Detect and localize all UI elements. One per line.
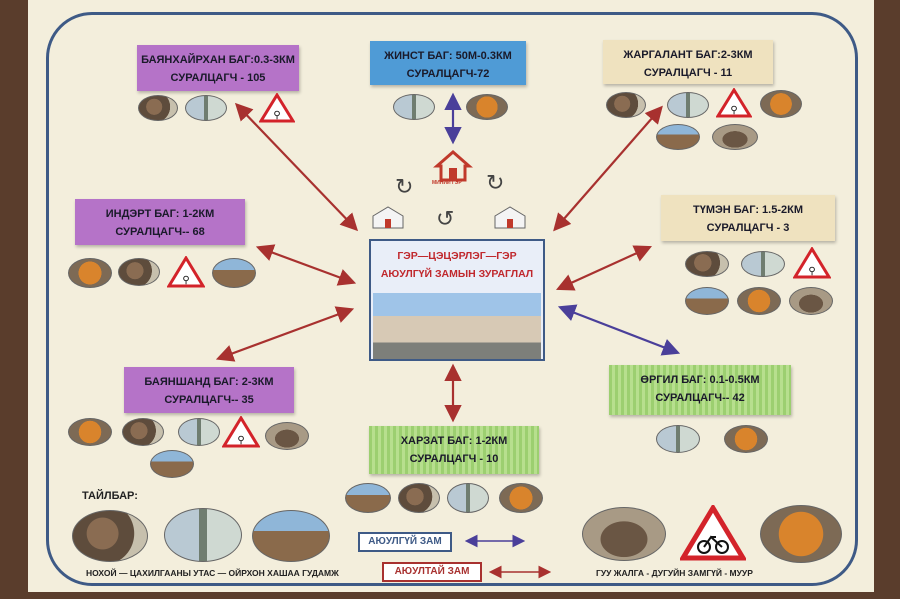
cat-photo <box>737 287 781 315</box>
svg-text:⚲: ⚲ <box>808 266 815 277</box>
district-jargalant: ЖАРГАЛАНТ БАГ:2-3КМ СУРАЛЦАГЧ - 11 <box>603 40 773 84</box>
district-students: СУРАЛЦАГЧ - 105 <box>170 72 266 84</box>
power-pole-photo <box>393 94 435 120</box>
ravine-photo <box>712 124 758 150</box>
ravine-photo <box>789 287 833 315</box>
district-students: СУРАЛЦАГЧ - 11 <box>643 67 733 79</box>
yurt-icon <box>372 206 404 229</box>
ravine-photo <box>582 507 666 561</box>
home-icon <box>433 150 473 182</box>
cat-photo <box>760 505 842 563</box>
legend-caption-left: НОХОЙ — ЦАХИЛГААНЫ УТАС — ОЙРХОН ХАШАА Г… <box>86 568 339 578</box>
district-name: ТҮМЭН БАГ: 1.5-2КМ <box>692 204 804 216</box>
district-orgil: ӨРГИЛ БАГ: 0.1-0.5КМ СУРАЛЦАГЧ-- 42 <box>609 365 791 415</box>
cycle-arrow-icon: ↻ <box>486 170 505 195</box>
dog-photo <box>122 418 164 446</box>
district-students: СУРАЛЦАГЧ-- 42 <box>655 392 745 404</box>
district-students: СУРАЛЦАГЧ-72 <box>406 68 490 80</box>
fence-alley-photo <box>150 450 194 478</box>
fence-alley-photo <box>656 124 700 150</box>
map-title-line1: ГЭР—ЦЭЦЭРЛЭГ—ГЭР <box>397 250 517 262</box>
dog-photo <box>72 510 148 562</box>
cat-photo <box>499 483 543 513</box>
district-name: ЖАРГАЛАНТ БАГ:2-3КМ <box>623 49 753 61</box>
dog-photo <box>118 258 160 286</box>
district-name: ӨРГИЛ БАГ: 0.1-0.5КМ <box>640 374 760 386</box>
district-name: БАЯНШАНД БАГ: 2-3КМ <box>144 376 274 388</box>
kindergarten-building-photo <box>373 293 541 359</box>
district-students: СУРАЛЦАГЧ - 3 <box>706 222 790 234</box>
no-bicycle-sign-icon: ⚲ <box>793 247 831 279</box>
dog-photo <box>398 483 440 513</box>
no-bicycle-sign-icon: ⚲ <box>716 88 752 118</box>
district-name: ИНДЭРТ БАГ: 1-2КМ <box>105 208 215 220</box>
fence-alley-photo <box>212 258 256 288</box>
fence-alley-photo <box>345 483 391 513</box>
district-indert: ИНДЭРТ БАГ: 1-2КМ СУРАЛЦАГЧ-- 68 <box>75 199 245 245</box>
power-pole-photo <box>667 92 709 118</box>
cycle-arrow-icon: ↻ <box>395 174 414 199</box>
power-pole-photo <box>164 508 242 562</box>
district-name: БАЯНХАЙРХАН БАГ:0.3-3КМ <box>141 54 295 66</box>
power-pole-photo <box>741 251 785 277</box>
cat-photo <box>724 425 768 453</box>
district-name: ЖИНСТ БАГ: 50М-0.3КМ <box>384 50 512 62</box>
svg-text:⚲: ⚲ <box>237 435 244 446</box>
dog-photo <box>685 251 729 277</box>
arrow-tumen <box>555 245 653 291</box>
dog-photo <box>138 95 178 121</box>
cat-photo <box>68 418 112 446</box>
arrow-orgil <box>557 304 681 356</box>
fence-alley-photo <box>252 510 330 562</box>
district-jinst: ЖИНСТ БАГ: 50М-0.3КМ СУРАЛЦАГЧ-72 <box>370 41 526 85</box>
cat-photo <box>466 94 508 120</box>
district-kharzat: ХАРЗАТ БАГ: 1-2КМ СУРАЛЦАГЧ - 10 <box>369 426 539 474</box>
poster-frame <box>46 12 858 586</box>
power-pole-photo <box>178 418 220 446</box>
arrow-bayanshand <box>215 306 355 362</box>
arrow-indert <box>255 244 357 286</box>
district-name: ХАРЗАТ БАГ: 1-2КМ <box>400 435 508 447</box>
arrow-jargalant <box>553 105 663 232</box>
cycle-arrow-icon: ↺ <box>436 206 455 231</box>
no-bicycle-sign-icon: ⚲ <box>167 256 205 288</box>
svg-text:⚲: ⚲ <box>730 105 737 116</box>
district-students: СУРАЛЦАГЧ - 10 <box>409 453 499 465</box>
school-center-panel: ГЭР—ЦЭЦЭРЛЭГ—ГЭР АЮУЛГҮЙ ЗАМЫН ЗУРАГЛАЛ <box>369 239 545 361</box>
power-pole-photo <box>447 483 489 513</box>
fence-alley-photo <box>685 287 729 315</box>
legend-danger-road: АЮУЛТАЙ ЗАМ <box>382 562 482 582</box>
district-students: СУРАЛЦАГЧ-- 68 <box>115 226 205 238</box>
map-title-line2: АЮУЛГҮЙ ЗАМЫН ЗУРАГЛАЛ <box>380 268 534 280</box>
yurt-icon <box>494 206 526 229</box>
cat-photo <box>760 90 802 118</box>
district-students: СУРАЛЦАГЧ-- 35 <box>164 394 254 406</box>
no-bicycle-sign-icon <box>680 505 746 561</box>
power-pole-photo <box>656 425 700 453</box>
dog-photo <box>606 92 646 118</box>
district-tumen: ТҮМЭН БАГ: 1.5-2КМ СУРАЛЦАГЧ - 3 <box>661 195 835 241</box>
district-bayanshand: БАЯНШАНД БАГ: 2-3КМ СУРАЛЦАГЧ-- 35 <box>124 367 294 413</box>
district-bayankhairkhan: БАЯНХАЙРХАН БАГ:0.3-3КМ СУРАЛЦАГЧ - 105 <box>137 45 299 91</box>
legend-title: ТАЙЛБАР: <box>82 490 138 502</box>
ravine-photo <box>265 422 309 450</box>
legend-caption-right: ГУУ ЖАЛГА - ДУГУЙН ЗАМГҮЙ - МУУР <box>596 568 753 578</box>
legend-safe-road: АЮУЛГҮЙ ЗАМ <box>358 532 452 552</box>
power-pole-photo <box>185 95 227 121</box>
svg-text:⚲: ⚲ <box>182 275 189 286</box>
arrow-bayankhairkhan <box>234 102 359 232</box>
no-bicycle-sign-icon: ⚲ <box>259 93 295 123</box>
no-bicycle-sign-icon: ⚲ <box>222 416 260 448</box>
home-logo-text: МИНИЙ ГЭР <box>432 180 462 186</box>
svg-text:⚲: ⚲ <box>273 110 280 121</box>
cat-photo <box>68 258 112 288</box>
